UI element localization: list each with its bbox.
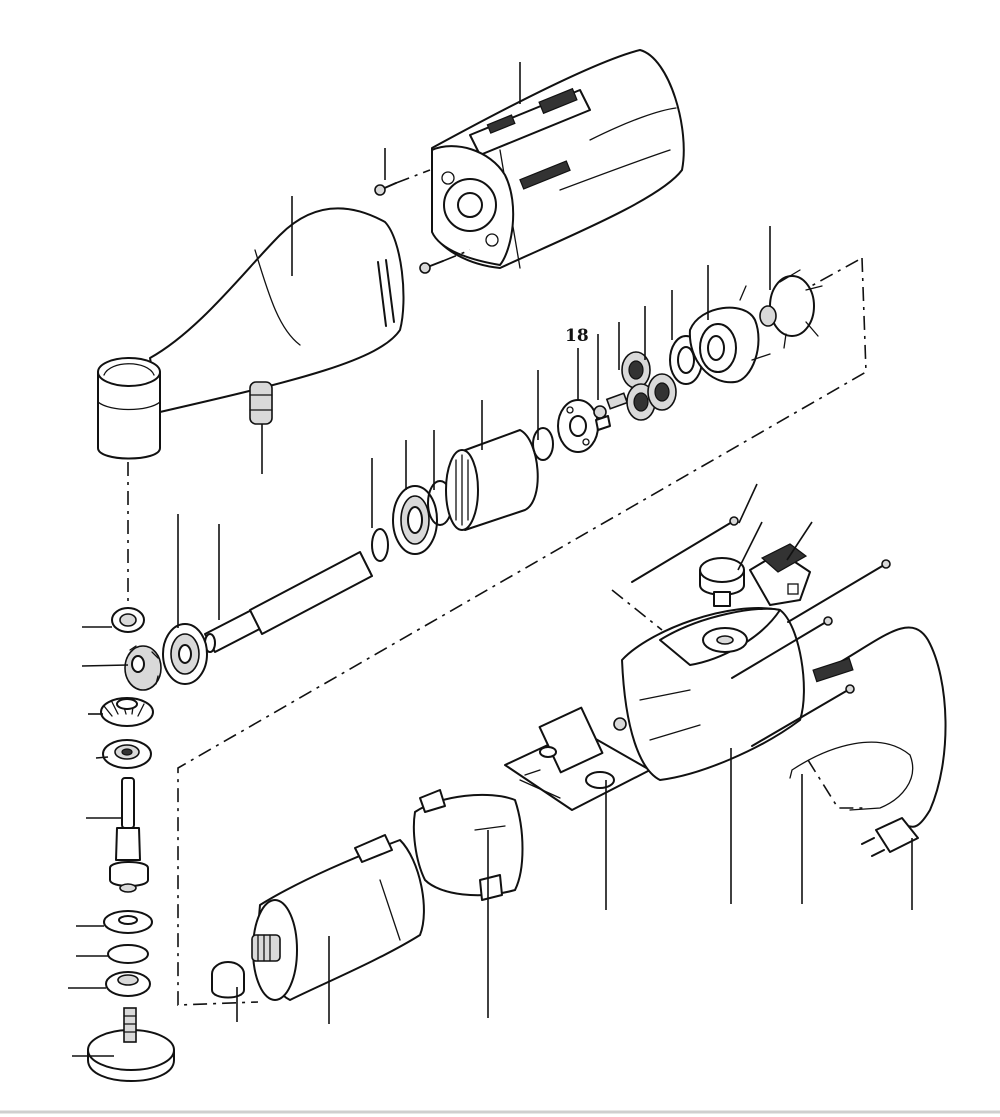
bevel-pinion-gear <box>124 645 162 691</box>
backing-pad <box>87 1007 175 1082</box>
motor-body <box>251 834 425 1001</box>
callout-18: 18 <box>565 326 589 346</box>
output-spindle <box>109 777 149 893</box>
power-switch <box>749 543 811 606</box>
fan-rotor <box>445 429 539 531</box>
upper-spindle-bearing <box>111 607 145 633</box>
cord-clamp-wire <box>789 741 914 811</box>
speed-dial-knob <box>699 557 745 607</box>
spindle-flat-washer <box>103 910 153 934</box>
shaft-bearing <box>392 485 438 555</box>
planet-gear-right <box>647 373 677 411</box>
brush-holder-bracket <box>412 789 524 901</box>
gear-plate-ring <box>532 427 554 461</box>
cooling-fan <box>759 269 823 349</box>
speed-control-board <box>504 706 651 811</box>
spindle-collar <box>105 971 151 997</box>
armature-shaft <box>204 551 373 653</box>
shaft-end-bearing <box>162 623 208 685</box>
motor-pinion <box>251 934 281 962</box>
motor-bushing <box>211 961 245 999</box>
housing-screw-upper <box>374 182 397 196</box>
housing-vent-slots <box>377 259 395 327</box>
rating-label <box>469 87 591 156</box>
rear-handle-housing <box>621 607 805 781</box>
planet-gear-top <box>621 351 651 389</box>
gear-pin <box>593 392 629 419</box>
gear-cover <box>688 285 771 384</box>
callout-leader-lines <box>68 62 913 1057</box>
gear-head-housing <box>97 207 405 460</box>
spindle-bushing <box>249 381 273 425</box>
motor-housing <box>431 49 685 269</box>
gear-plate <box>557 399 611 453</box>
crown-bevel-gear <box>100 697 154 727</box>
assembly-screws <box>631 516 891 747</box>
shaft-circlip <box>371 528 389 562</box>
spindle-retaining-ring <box>107 944 149 964</box>
power-cord <box>812 626 947 831</box>
gear-head-cap <box>97 357 161 460</box>
housing-screw-lower <box>419 260 444 274</box>
lower-spindle-bearing <box>102 739 152 769</box>
power-plug <box>861 817 919 857</box>
motor-housing-front-face <box>431 145 515 266</box>
